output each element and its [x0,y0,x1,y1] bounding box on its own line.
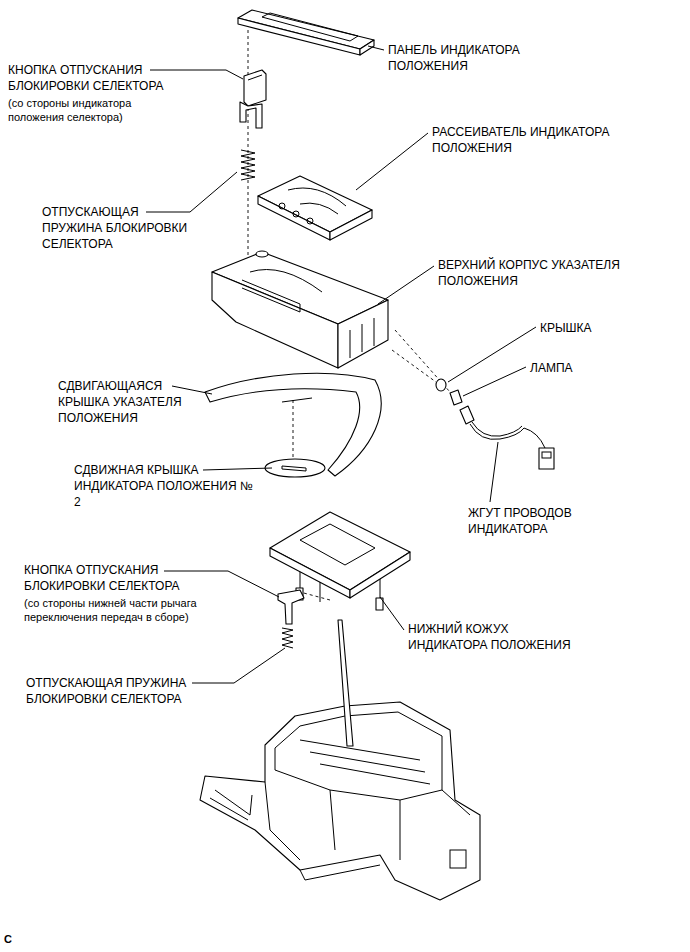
shift-lever-assembly [275,712,442,800]
part-label: ОТПУСКАЮЩАЯ ПРУЖИНА БЛОКИРОВКИ СЕЛЕКТОРА [26,675,206,707]
part-label: КРЫШКА [540,320,592,336]
leader-line [378,266,434,304]
lamp-and-harness [542,452,551,458]
diffuser [330,210,372,240]
spring [241,150,255,180]
lamp-and-harness [470,424,545,448]
sliding-disc [282,466,306,471]
lamp-and-harness [472,422,522,436]
assembly-line [248,24,249,258]
part-label: КНОПКА ОТПУСКАНИЯ БЛОКИРОВКИ СЕЛЕКТОРА [8,62,193,94]
release-button [240,102,262,128]
assembly-line [395,330,450,392]
leader-line [448,327,536,382]
shift-lever-assembly [200,702,480,900]
part-label: ПАНЕЛЬ ИНДИКАТОРА ПОЛОЖЕНИЯ [388,42,548,74]
upper-housing [338,300,388,368]
diffuser [307,218,313,224]
release-button [278,590,304,648]
release-button [282,628,293,648]
part-note: (со стороны индикатора положения селекто… [8,96,158,124]
sliding-cover [282,398,312,402]
indicator-panel [238,18,360,55]
part-label: ОТПУСКАЮЩАЯ ПРУЖИНА БЛОКИРОВКИ СЕЛЕКТОРА [42,204,197,252]
leader-line [380,597,404,630]
diffuser [258,176,372,240]
assembly-line [300,592,330,600]
leader-line [146,172,237,212]
diffuser [258,196,330,240]
part-label: СДВИЖНАЯ КРЫШКА ИНДИКАТОРА ПОЛОЖЕНИЯ № 2 [74,462,254,510]
leader-line [463,367,526,396]
part-label: ЛАМПА [530,360,573,376]
lower-shroud [270,548,350,598]
release-button [278,590,304,624]
shift-lever-assembly [300,740,430,784]
shift-lever-assembly [200,620,480,900]
upper-housing [250,270,322,293]
part-label: СДВИГАЮЩАЯСЯ КРЫШКА УКАЗАТЕЛЯ ПОЛОЖЕНИЯ [58,378,198,426]
sliding-disc [265,459,325,477]
indicator-panel [262,13,358,41]
leader-line [164,571,279,597]
lamp-and-harness [539,448,554,469]
lamp-and-harness [450,390,462,405]
assembly-line [293,400,294,462]
sliding-cover [205,373,381,476]
lamp-and-harness [436,379,446,391]
upper-housing [350,318,374,358]
shift-lever-assembly [265,782,470,860]
leader-line [368,46,384,50]
part-label: КНОПКА ОТПУСКАНИЯ БЛОКИРОВКИ СЕЛЕКТОРА [24,562,209,594]
leader-line [172,386,212,394]
lower-shroud [350,552,410,598]
shift-lever-assembly [338,620,353,746]
indicator-panel [238,10,374,55]
assembly-line [392,350,436,382]
leader-line [356,133,428,190]
diffuser [279,203,285,209]
spring [241,150,255,180]
shift-lever-assembly [300,865,380,880]
diffuser [288,188,346,206]
indicator-panel [360,40,374,55]
part-label: РАССЕИВАТЕЛЬ ИНДИКАТОРА ПОЛОЖЕНИЯ [432,124,627,156]
part-label: ВЕРХНИЙ КОРПУС УКАЗАТЕЛЯ ПОЛОЖЕНИЯ [438,257,623,289]
part-label: НИЖНИЙ КОЖУХ ИНДИКАТОРА ПОЛОЖЕНИЯ [408,621,583,653]
lamp-and-harness [460,406,474,424]
diffuser [300,203,338,214]
shift-lever-assembly [210,790,252,820]
release-button [244,70,266,106]
leader-line [192,648,285,683]
part-note: (со стороны нижней части рычага переключ… [24,596,254,624]
sliding-cover [205,373,381,476]
part-label: ЖГУТ ПРОВОДОВ ИНДИКАТОРА [468,505,608,537]
leader-line [150,70,243,79]
leader-line [203,468,272,470]
lamp-and-harness [436,379,554,469]
upper-housing [242,280,300,312]
release-button [240,70,266,128]
upper-housing [256,251,268,257]
lower-shroud [270,512,410,590]
upper-housing [212,251,388,368]
upper-housing [212,272,338,368]
figure-code: C [4,932,12,946]
lower-shroud [300,524,375,565]
release-button [248,75,262,80]
leader-line [490,442,498,502]
shift-lever-assembly [450,850,466,868]
sliding-disc [265,459,325,477]
diffuser [293,211,299,217]
